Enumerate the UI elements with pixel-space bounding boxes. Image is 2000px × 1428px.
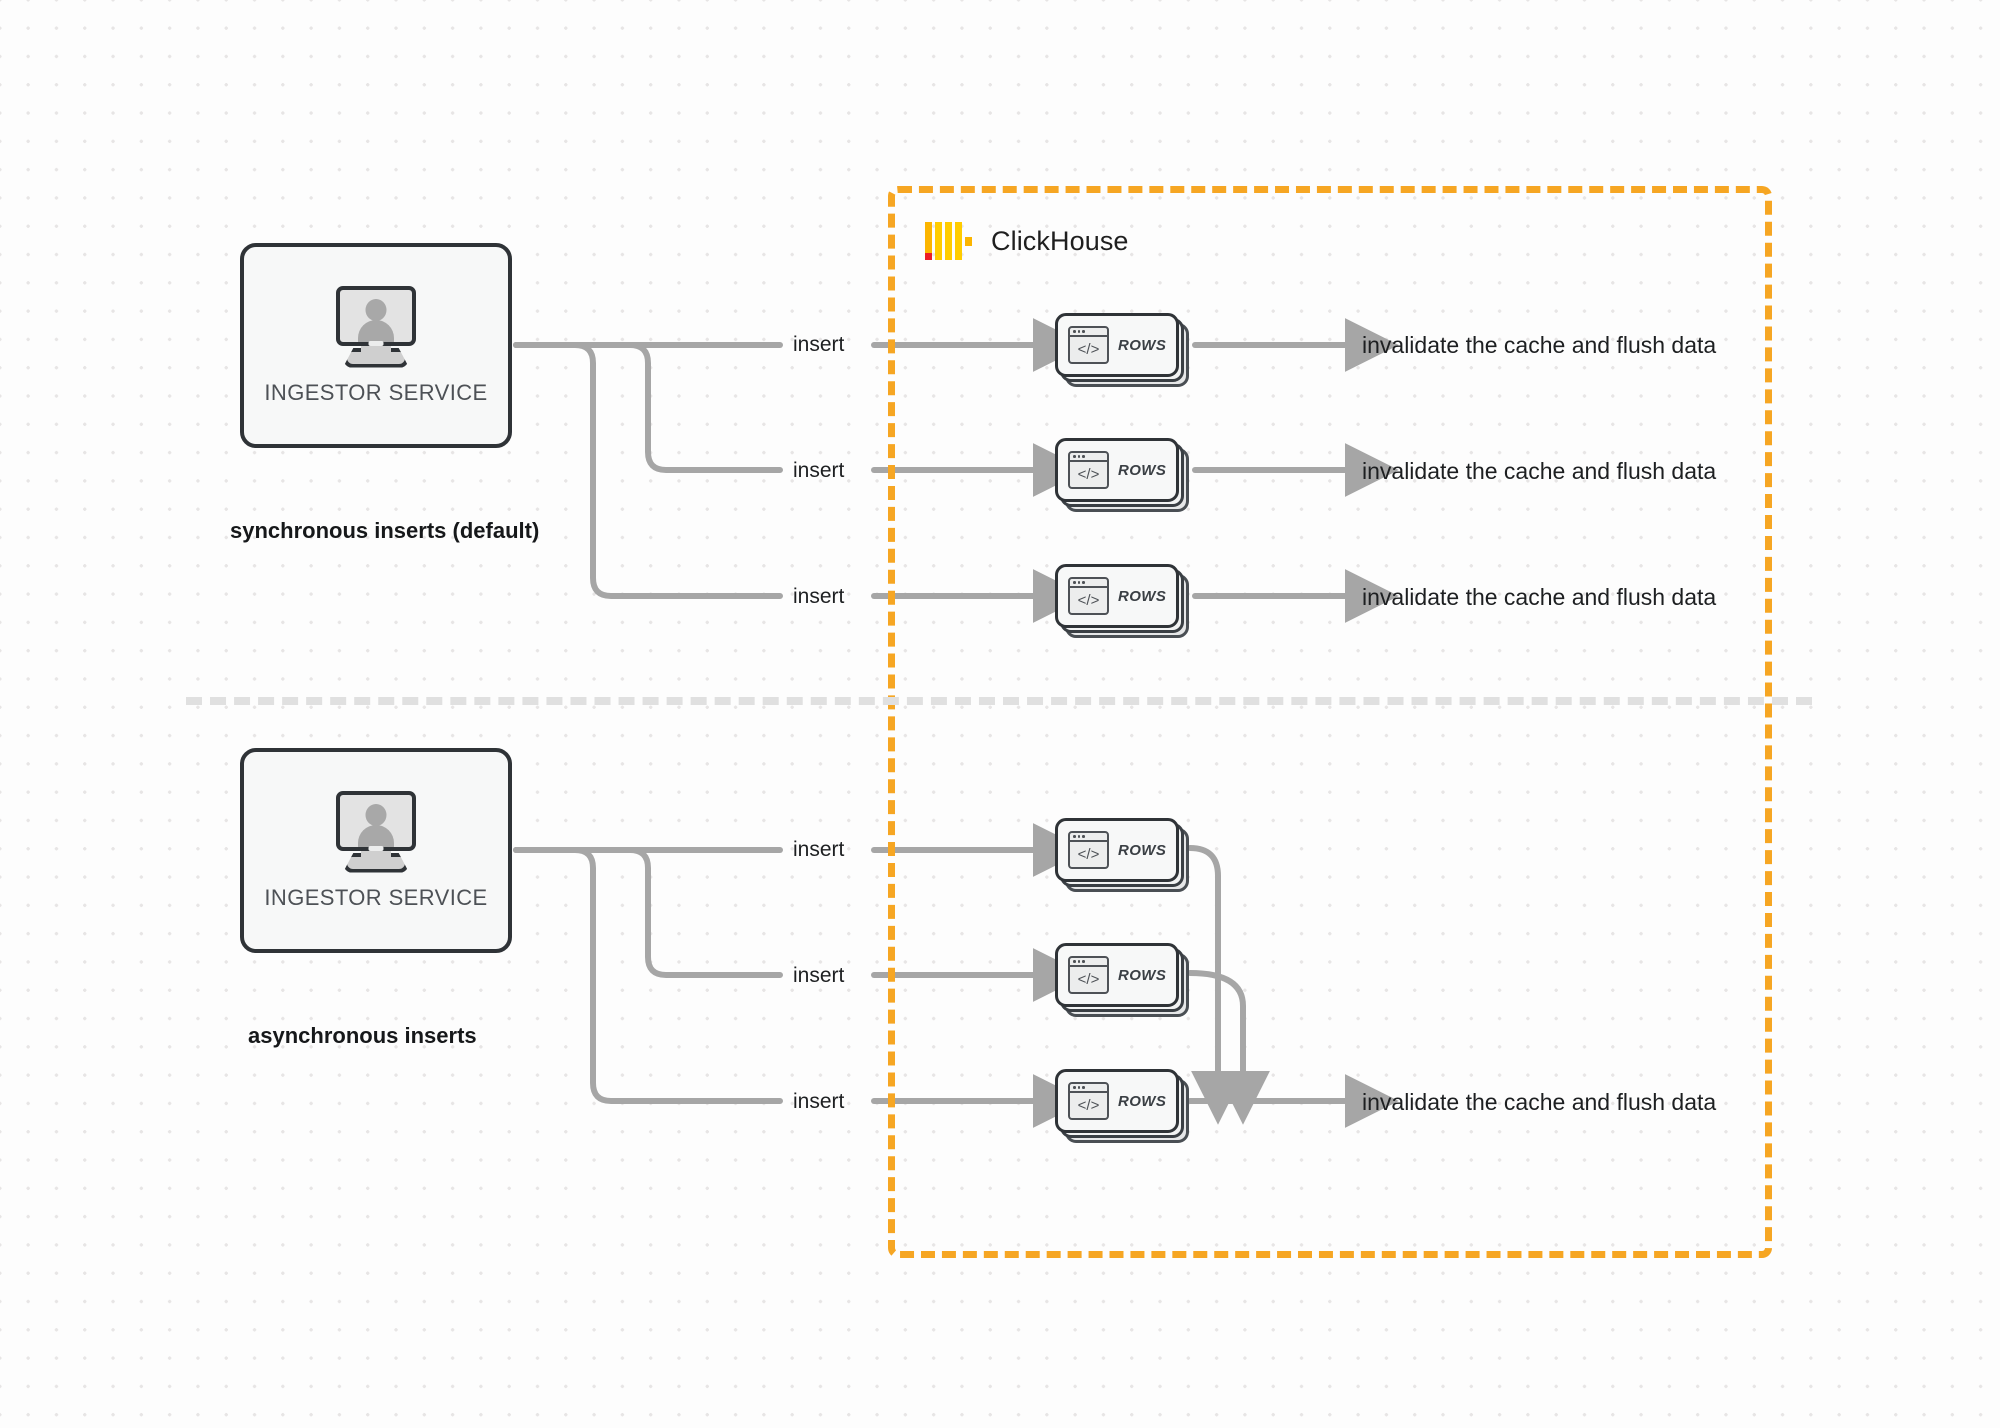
clickhouse-logo-icon (925, 222, 972, 260)
edge-label-insert-async-1: insert (793, 838, 845, 861)
ingestor-service-label-async: INGESTOR SERVICE (264, 884, 488, 910)
sink-label-sync-2: invalidate the cache and flush data (1362, 458, 1717, 484)
rows-node-async-3[interactable]: </> ROWS (1055, 1069, 1189, 1143)
edge-label-insert-async-2: insert (793, 964, 845, 987)
rows-node-async-1[interactable]: </> ROWS (1055, 818, 1189, 892)
sink-label-sync-3: invalidate the cache and flush data (1362, 584, 1717, 610)
edge-label-insert-sync-1: insert (793, 333, 845, 356)
ingestor-service-synchronous[interactable]: INGESTOR SERVICE (240, 243, 512, 448)
monitor-user-icon (333, 285, 419, 368)
rows-node-label: ROWS (1118, 841, 1167, 859)
clickhouse-label: ClickHouse (991, 225, 1129, 256)
edge-label-insert-sync-2: insert (793, 459, 845, 482)
caption-asynchronous: asynchronous inserts (248, 1023, 477, 1048)
edge-label-insert-sync-3: insert (793, 585, 845, 608)
ingestor-service-asynchronous[interactable]: INGESTOR SERVICE (240, 748, 512, 953)
code-window-icon: </> (1068, 1082, 1109, 1120)
code-window-icon: </> (1068, 577, 1109, 615)
rows-node-label: ROWS (1118, 587, 1167, 605)
clickhouse-boundary (888, 186, 1772, 1258)
code-window-icon: </> (1068, 831, 1109, 869)
edge-label-insert-async-3: insert (793, 1090, 845, 1113)
rows-node-label: ROWS (1118, 966, 1167, 984)
rows-node-sync-3[interactable]: </> ROWS (1055, 564, 1189, 638)
code-window-icon: </> (1068, 956, 1109, 994)
rows-node-label: ROWS (1118, 336, 1167, 354)
rows-node-async-2[interactable]: </> ROWS (1055, 943, 1189, 1017)
rows-node-sync-2[interactable]: </> ROWS (1055, 438, 1189, 512)
ingestor-service-label-sync: INGESTOR SERVICE (264, 379, 488, 405)
section-divider (186, 697, 1812, 705)
rows-node-label: ROWS (1118, 461, 1167, 479)
code-window-icon: </> (1068, 451, 1109, 489)
monitor-user-icon (333, 790, 419, 873)
rows-node-label: ROWS (1118, 1092, 1167, 1110)
sink-label-sync-1: invalidate the cache and flush data (1362, 332, 1717, 358)
caption-synchronous: synchronous inserts (default) (230, 518, 540, 543)
code-window-icon: </> (1068, 326, 1109, 364)
rows-node-sync-1[interactable]: </> ROWS (1055, 313, 1189, 387)
sink-label-async-merged: invalidate the cache and flush data (1362, 1089, 1717, 1115)
clickhouse-logo-group: ClickHouse (925, 222, 1129, 260)
